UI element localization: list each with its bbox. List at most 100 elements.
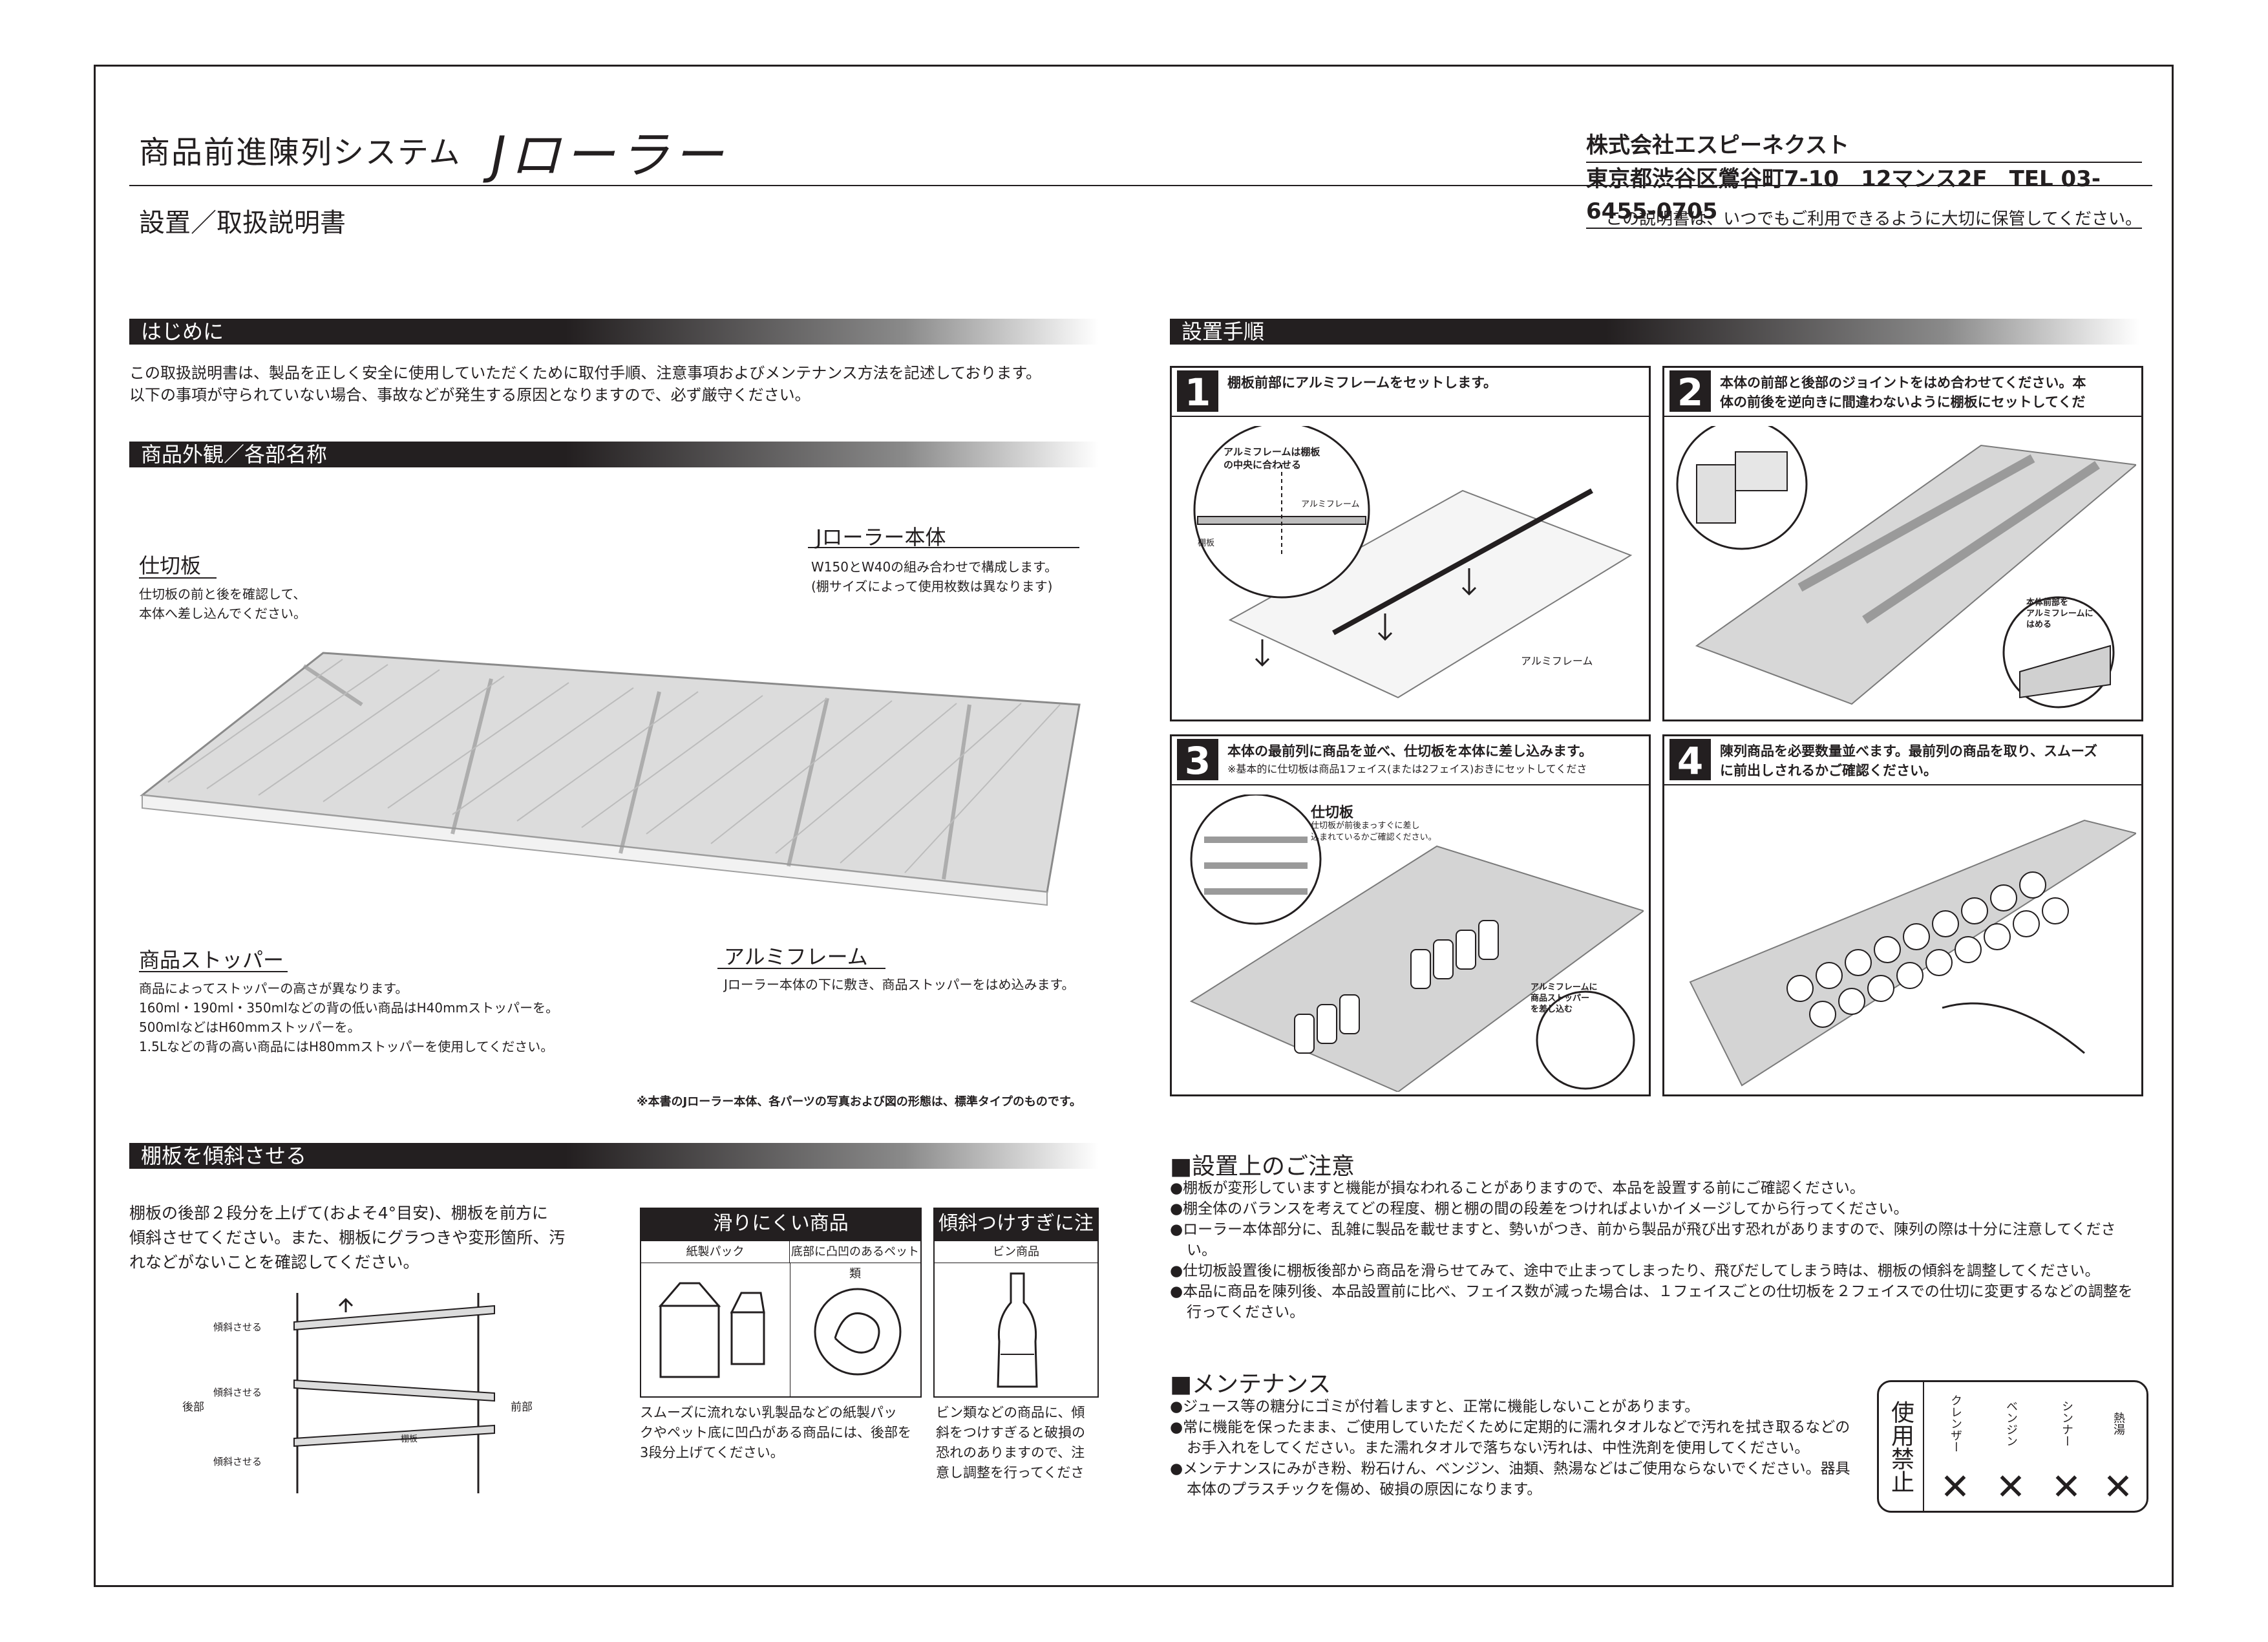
divider-leader [139, 577, 217, 579]
stopper-title: 商品ストッパー [139, 948, 284, 972]
prohibited-thinner: シンナー ✕ [2040, 1389, 2092, 1508]
tilt-front-label: 前部 [511, 1401, 533, 1414]
step2-callout: 本体前部を アルミフレームに はめる [2026, 597, 2093, 630]
over-title: 傾斜つけすぎに注意 [933, 1208, 1099, 1267]
step4-number: 4 [1669, 739, 1711, 783]
tilt-label-2: 傾斜させる [213, 1387, 262, 1398]
prohibited-cleanser: クレンザー ✕ [1929, 1389, 1981, 1508]
maintenance-item: ●ジュース等の糖分にゴミが付着しますと、正常に機能しないことがあります。 [1170, 1398, 1700, 1415]
over-desc-line4: 意し調整を行ってくださ [936, 1465, 1085, 1480]
maintenance-item: ●常に機能を保ったまま、ご使用していただくために定期的に濡れタオルなどで汚れを拭… [1170, 1419, 1850, 1456]
company-address: 東京都渋谷区鶯谷町7-10 12マンス2F TEL 03-6455-0705 [1586, 163, 2142, 229]
step1-callout-line2: の中央に合わせる [1224, 459, 1302, 471]
slip-desc-line3: 3段分上げてください。 [640, 1445, 784, 1460]
page-frame [94, 65, 2174, 1587]
divider-desc: 仕切板の前と後を確認して、 本体へ差し込んでください。 [139, 584, 306, 623]
step1-header: 1 棚板前部にアルミフレームをセットします。 [1172, 368, 1649, 417]
stopper-leader [139, 971, 288, 972]
intro-text: この取扱説明書は、製品を正しく安全に使用していただくために取付手順、注意事項およ… [129, 362, 1112, 406]
intro-line1: この取扱説明書は、製品を正しく安全に使用していただくために取付手順、注意事項およ… [129, 364, 1041, 382]
step1-text: 棚板前部にアルミフレームをセットします。 [1227, 375, 1498, 390]
pet-bottle-bottom-icon [814, 1288, 902, 1376]
tilt-desc-line2: 傾斜させてください。また、棚板にグラつきや変形箇所、汚 [129, 1228, 566, 1247]
benzine-label: ベンジン [2004, 1400, 2018, 1447]
install-heading: 設置手順 [1170, 319, 2139, 345]
intro-line2: 以下の事項が守られていない場合、事故などが発生する原因となりますので、必ず厳守く… [129, 386, 811, 404]
over-desc-line2: 斜をつけすぎると破損の [936, 1425, 1085, 1440]
cross-icon: ✕ [2103, 1466, 2134, 1508]
body-leader [808, 547, 1079, 548]
stopper-desc-line4: 1.5Lなどの背の高い商品にはH80mmストッパーを使用してください。 [139, 1039, 554, 1054]
slip-box: 紙製パック 底部に凸凹のあるペット類 [640, 1240, 922, 1398]
tilt-label-1: 傾斜させる [213, 1321, 262, 1333]
step3-divider-label: 仕切板 [1311, 805, 1354, 821]
divider-desc-line2: 本体へ差し込んでください。 [139, 606, 306, 621]
tilt-shelf-label: 棚板 [401, 1434, 418, 1444]
step3-callout: アルミフレームに 商品ストッパー を差し込む [1531, 982, 1597, 1015]
step3-divider-note-line1: 仕切板が前後まっすぐに差し [1311, 821, 1420, 831]
paper-pack-icon [658, 1282, 765, 1378]
step1-callout: アルミフレームは棚板 の中央に合わせる [1224, 445, 1320, 471]
thinner-label: シンナー [2060, 1400, 2073, 1447]
caution-heading: ■設置上のご注意 [1170, 1153, 1355, 1180]
prohibited-hot-water: 熱湯 ✕ [2092, 1389, 2144, 1508]
over-desc-line1: ビン類などの商品に、傾 [936, 1405, 1085, 1420]
body-desc-line2: (棚サイズによって使用枚数は異なります) [811, 579, 1053, 594]
header-divider [129, 185, 2152, 186]
over-cap: ビン商品 [935, 1241, 1097, 1263]
step4-text-line1: 陳列商品を必要数量並べます。最前列の商品を取り、スムーズ [1720, 743, 2098, 759]
prohibited-benzine: ベンジン ✕ [1985, 1389, 2037, 1508]
step3-number: 3 [1177, 739, 1218, 783]
stopper-desc-line3: 500mlなどはH60mmストッパーを。 [139, 1019, 361, 1035]
step1-frame-label-inset: アルミフレーム [1301, 500, 1360, 509]
caution-item: ●本品に商品を陳列後、本品設置前に比べ、フェイス数が減った場合は、１フェイスごと… [1170, 1283, 2133, 1321]
tilt-desc: 棚板の後部２段分を上げて(およそ4°目安)、棚板を前方に 傾斜させてください。ま… [129, 1201, 565, 1275]
step1-number: 1 [1177, 370, 1218, 414]
maintenance-list: ●ジュース等の糖分にゴミが付着しますと、正常に機能しないことがあります。 ●常に… [1170, 1396, 1861, 1500]
company-name: 株式会社エスピーネクスト [1586, 129, 2142, 163]
maintenance-heading: ■メンテナンス [1170, 1371, 1331, 1398]
slip-desc-line2: クやペット底に凹凸がある商品には、後部を [640, 1425, 911, 1440]
step4-panel: 4 陳列商品を必要数量並べます。最前列の商品を取り、スムーズ に前出しされるかご… [1662, 734, 2143, 1096]
step2-callout-line3: はめる [2026, 620, 2052, 630]
step2-text: 本体の前部と後部のジョイントをはめ合わせてください。本 体の前後を逆向きに間違わ… [1720, 373, 2136, 412]
step3-note: ※基本的に仕切板は商品1フェイス(または2フェイス)おきにセットしてくださ [1227, 763, 1587, 775]
keep-note: この説明書は、いつでもご利用できるように大切に保管してください。 [1606, 209, 2142, 229]
body-desc: W150とW40の組み合わせで構成します。 (棚サイズによって使用枚数は異なりま… [811, 557, 1057, 596]
caution-item: ●棚全体のバランスを考えてどの程度、棚と棚の間の段差をつければよいかイメージして… [1170, 1200, 1909, 1217]
step3-callout-line1: アルミフレームに [1531, 983, 1598, 992]
step1-panel: 1 棚板前部にアルミフレームをセットします。 アルミフレームは棚板 の中央に合わ… [1170, 366, 1651, 721]
frame-leader [717, 968, 885, 969]
frame-title: アルミフレーム [724, 944, 868, 969]
slip-title: 滑りにくい商品 [640, 1208, 922, 1240]
step3-divider-note: 仕切板が前後まっすぐに差し 込まれているかご確認ください。 [1311, 820, 1437, 844]
step2-callout-line2: アルミフレームに [2026, 609, 2093, 619]
step3-callout-line2: 商品ストッパー [1531, 994, 1590, 1003]
over-box: ビン商品 [933, 1240, 1099, 1398]
step1-diagram [1193, 426, 1633, 699]
step3-text: 本体の最前列に商品を並べ、仕切板を本体に差し込みます。 [1227, 743, 1593, 759]
step2-number: 2 [1669, 370, 1711, 414]
stopper-desc-line2: 160ml・190ml・350mlなどの背の低い商品はH40mmストッパーを。 [139, 1000, 559, 1016]
caution-item: ●棚板が変形していますと機能が損なわれることがありますので、本品を設置する前にご… [1170, 1180, 1865, 1197]
slip-desc: スムーズに流れない乳製品などの紙製パッ クやペット底に凹凸がある商品には、後部を… [640, 1403, 911, 1463]
frame-desc: Jローラー本体の下に敷き、商品ストッパーをはめ込みます。 [724, 977, 1075, 992]
step4-header: 4 陳列商品を必要数量並べます。最前列の商品を取り、スムーズ に前出しされるかご… [1664, 736, 2141, 785]
stopper-desc: 商品によってストッパーの高さが異なります。 160ml・190ml・350mlな… [139, 979, 558, 1056]
step3-callout-line3: を差し込む [1531, 1005, 1573, 1014]
parts-heading: 商品外観／各部名称 [129, 442, 1099, 467]
step3-header: 3 本体の最前列に商品を並べ、仕切板を本体に差し込みます。 ※基本的に仕切板は商… [1172, 736, 1649, 785]
step3-diagram [1189, 794, 1644, 1092]
divider-title: 仕切板 [139, 553, 202, 578]
tilt-desc-line1: 棚板の後部２段分を上げて(およそ4°目安)、棚板を前方に [129, 1204, 548, 1222]
step2-header: 2 本体の前部と後部のジョイントをはめ合わせてください。本 体の前後を逆向きに間… [1664, 368, 2141, 417]
tilt-rear-label: 後部 [182, 1401, 204, 1414]
tilt-diagram [293, 1293, 495, 1493]
step2-panel: 2 本体の前部と後部のジョイントをはめ合わせてください。本 体の前後を逆向きに間… [1662, 366, 2143, 721]
cleanser-label: クレンザー [1949, 1394, 1962, 1453]
divider-desc-line1: 仕切板の前と後を確認して、 [139, 586, 306, 602]
step1-frame-label: アルミフレーム [1521, 655, 1593, 667]
slip-desc-line1: スムーズに流れない乳製品などの紙製パッ [640, 1405, 897, 1420]
caution-list: ●棚板が変形していますと機能が損なわれることがありますので、本品を設置する前にご… [1170, 1178, 2139, 1323]
stopper-desc-line1: 商品によってストッパーの高さが異なります。 [139, 981, 408, 996]
